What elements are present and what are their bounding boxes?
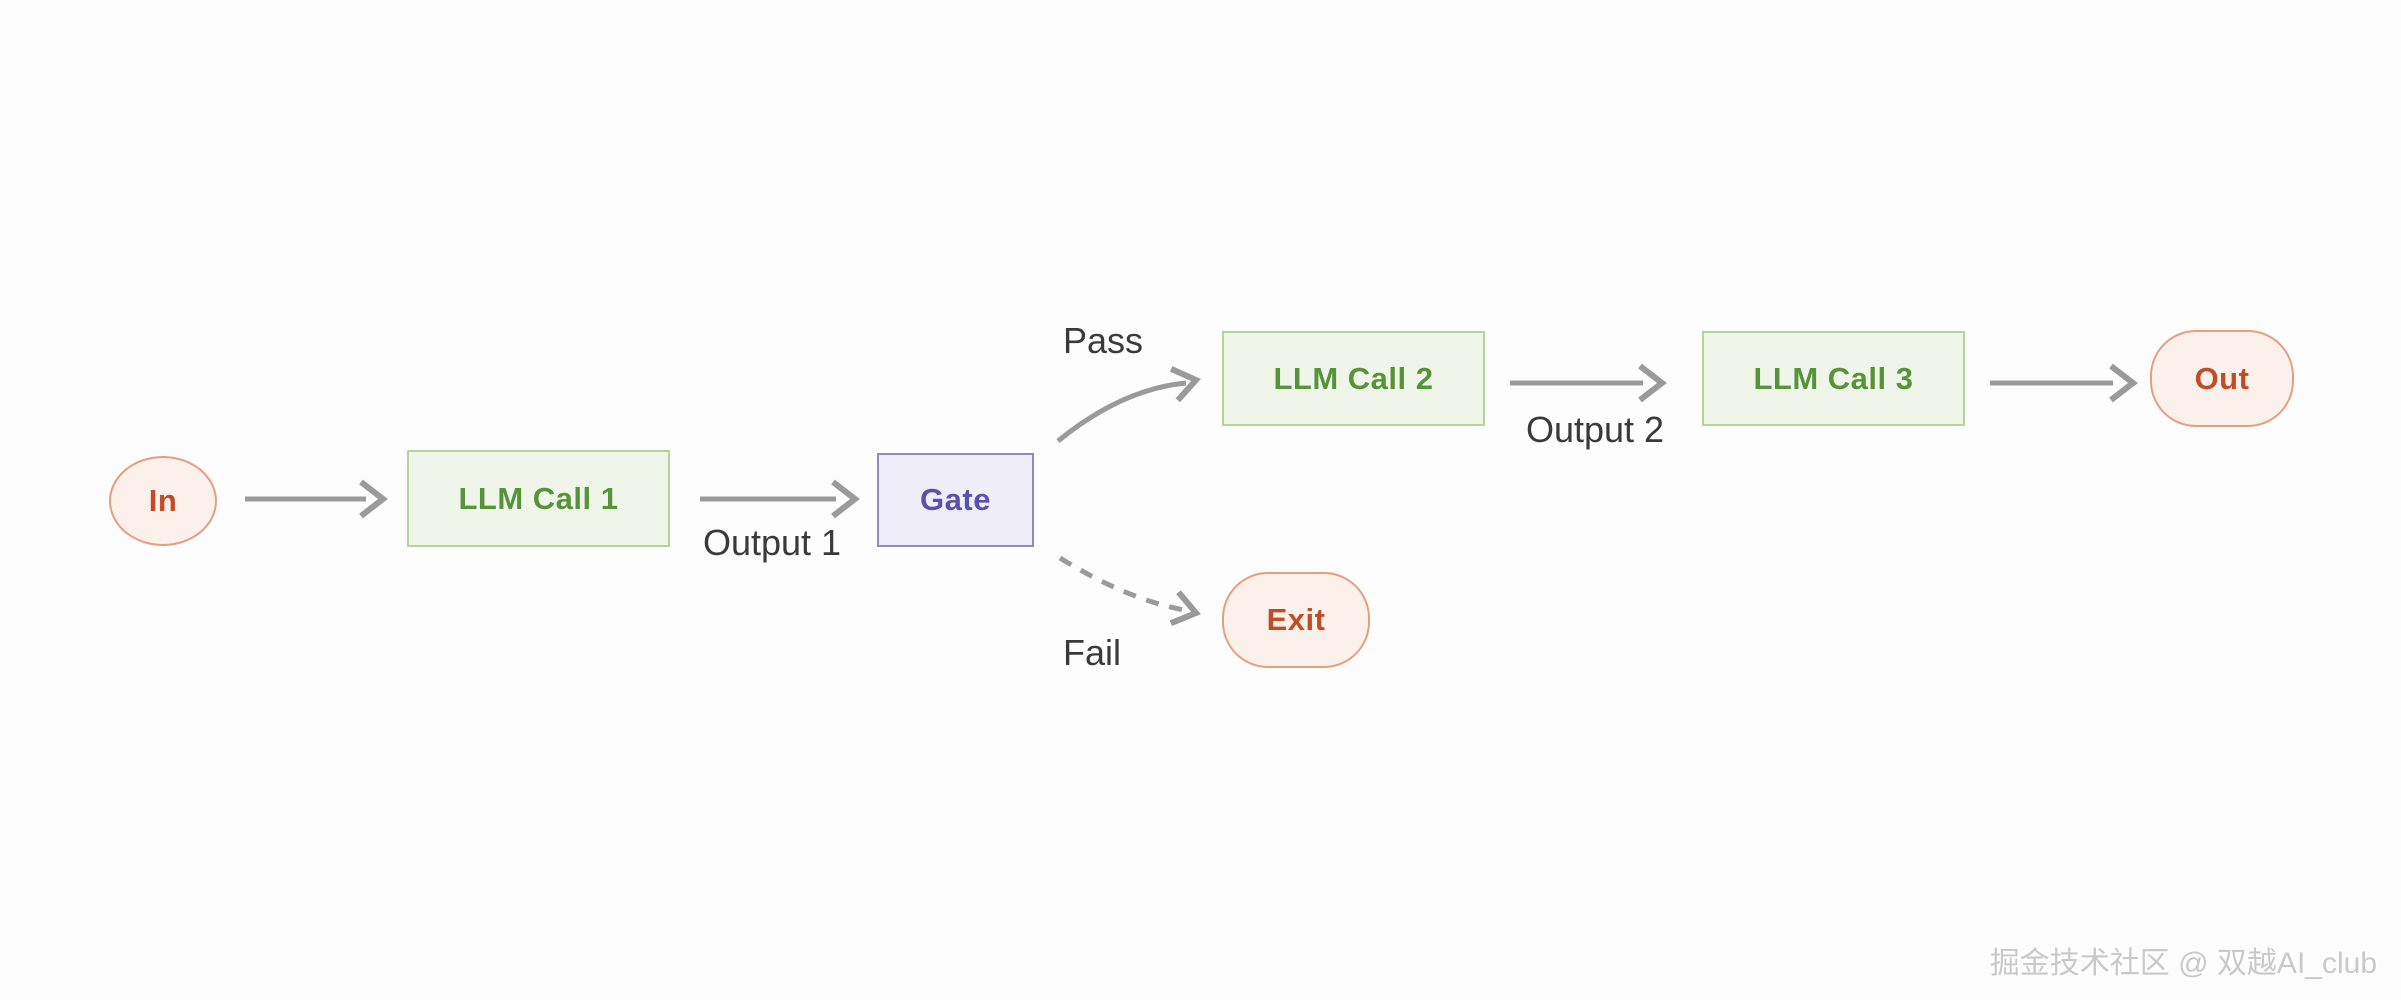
- node-gate: Gate: [877, 453, 1034, 547]
- arrow-gate-to-llm-call-2-pass: [1056, 366, 1201, 443]
- watermark-text: 掘金技术社区 @ 双越AI_club: [1989, 947, 2377, 980]
- arrow-llm-call-1-to-gate: [700, 479, 860, 519]
- node-llm-call-1: LLM Call 1: [407, 450, 670, 547]
- node-exit-label: Exit: [1266, 602, 1326, 637]
- node-llm-call-2-label: LLM Call 2: [1273, 360, 1434, 396]
- edge-label-pass: Pass: [1062, 320, 1144, 361]
- edge-label-output-1: Output 1: [702, 522, 842, 563]
- edge-label-output-2: Output 2: [1525, 409, 1665, 450]
- node-exit: Exit: [1222, 572, 1370, 668]
- node-out: Out: [2150, 330, 2294, 427]
- node-in-label: In: [148, 483, 178, 518]
- node-llm-call-2: LLM Call 2: [1222, 331, 1485, 426]
- arrow-gate-to-exit-fail: [1058, 555, 1201, 626]
- arrow-llm-call-3-to-out: [1990, 363, 2138, 403]
- edge-label-fail: Fail: [1062, 632, 1122, 673]
- node-llm-call-1-label: LLM Call 1: [458, 480, 619, 516]
- node-out-label: Out: [2194, 360, 2250, 396]
- node-llm-call-3: LLM Call 3: [1702, 331, 1965, 426]
- node-in: In: [109, 456, 217, 546]
- arrow-in-to-llm-call-1: [245, 479, 388, 519]
- node-gate-label: Gate: [920, 482, 991, 517]
- node-llm-call-3-label: LLM Call 3: [1753, 360, 1914, 396]
- arrow-llm-call-2-to-llm-call-3: [1510, 363, 1667, 403]
